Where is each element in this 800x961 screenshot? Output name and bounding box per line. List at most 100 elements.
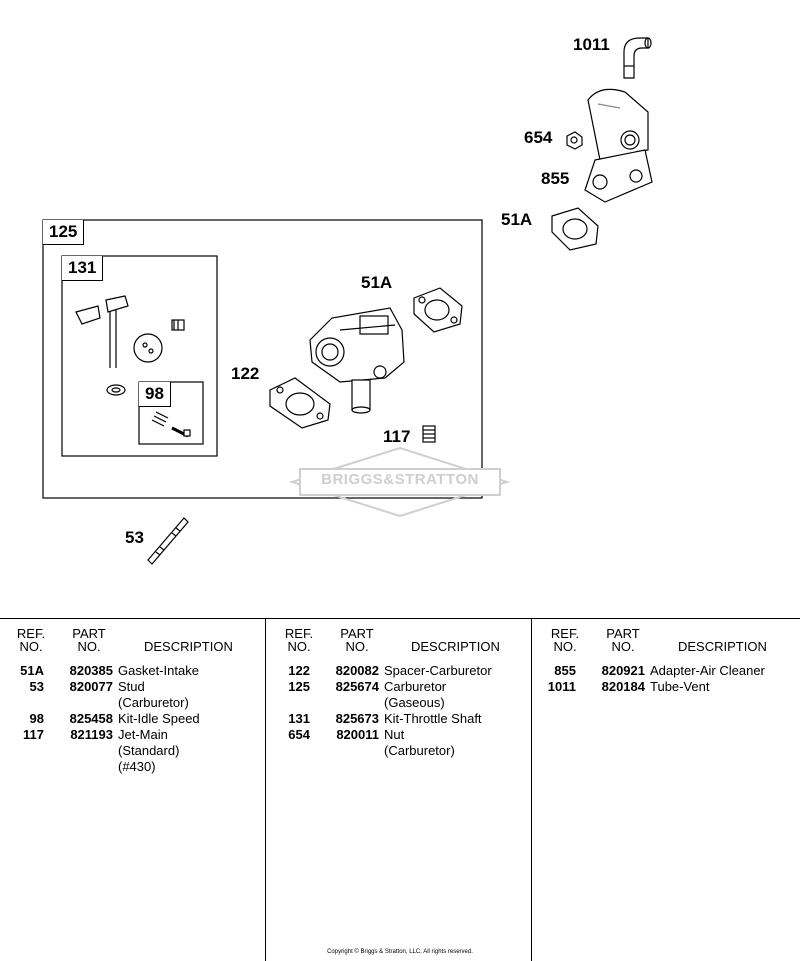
part-no: 820385 <box>69 663 113 678</box>
description-line: (Carburetor) <box>118 695 189 710</box>
part-no: 820011 <box>336 727 379 742</box>
table-row: 125 825674 Carburetor(Gaseous) <box>266 679 532 711</box>
description-line: Jet-Main <box>118 727 168 742</box>
callout-53: 53 <box>125 528 144 547</box>
ref-no: 131 <box>288 711 310 726</box>
kit-125-frame <box>42 219 483 499</box>
description: Gasket-Intake <box>118 663 199 679</box>
callout-654: 654 <box>524 128 553 147</box>
description-line: (Standard) <box>118 743 180 758</box>
table-row: 131 825673 Kit-Throttle Shaft <box>266 711 532 727</box>
ref-no: 855 <box>554 663 576 678</box>
ref-no-header: REF.NO. <box>16 626 46 654</box>
main-jet-icon <box>422 425 436 443</box>
diagram-drawing <box>42 37 653 565</box>
ref-no: 1011 <box>547 679 576 694</box>
carburetor-icon <box>309 307 405 414</box>
part-no: 820077 <box>69 679 113 694</box>
table-row: 117 821193 Jet-Main(Standard)(#430) <box>0 727 265 775</box>
ref-no: 125 <box>288 679 310 694</box>
callout-117: 117 <box>383 427 411 446</box>
table-row: 855 820921 Adapter-Air Cleaner <box>532 663 800 679</box>
part-no: 825458 <box>69 711 113 726</box>
nut-icon <box>566 131 583 150</box>
ref-no: 51A <box>20 663 44 678</box>
callout-855: 855 <box>541 169 570 188</box>
callout-122: 122 <box>231 364 260 383</box>
ref-no-header: REF.NO. <box>550 626 580 654</box>
description-header: DESCRIPTION <box>411 639 500 654</box>
description-line: Kit-Throttle Shaft <box>384 711 482 726</box>
description-line: Tube-Vent <box>650 679 710 694</box>
exploded-parts-diagram: 1011 654 855 51A 51A 122 117 53 125 131 … <box>42 35 653 565</box>
brand-watermark-icon <box>288 446 511 518</box>
intake-gasket-icon <box>551 207 599 251</box>
description-line: Kit-Idle Speed <box>118 711 200 726</box>
kit-label-125: 125 <box>43 220 85 245</box>
air-cleaner-adapter-icon <box>584 88 653 203</box>
description-line: Nut <box>384 727 405 742</box>
vent-tube-icon <box>623 37 652 79</box>
description-line: (Gaseous) <box>384 695 445 710</box>
kit-label-98: 98 <box>139 382 171 407</box>
throttle-shaft-icon <box>75 295 185 396</box>
description-header: DESCRIPTION <box>144 639 233 654</box>
description: Nut(Carburetor) <box>384 727 455 759</box>
description-line: Carburetor <box>384 679 447 694</box>
ref-no: 98 <box>29 711 44 726</box>
callout-51a: 51A <box>361 273 393 292</box>
description: Stud(Carburetor) <box>118 679 189 711</box>
description: Tube-Vent <box>650 679 710 695</box>
description: Kit-Throttle Shaft <box>384 711 482 727</box>
table-row: 654 820011 Nut(Carburetor) <box>266 727 532 759</box>
table-row: 98 825458 Kit-Idle Speed <box>0 711 265 727</box>
part-no: 820082 <box>335 663 379 678</box>
table-row: 51A 820385 Gasket-Intake <box>0 663 265 679</box>
kit-98-frame <box>138 381 204 445</box>
part-no: 825674 <box>335 679 379 694</box>
table-row: 1011 820184 Tube-Vent <box>532 679 800 695</box>
description-header: DESCRIPTION <box>678 639 767 654</box>
description: Kit-Idle Speed <box>118 711 200 727</box>
description-line: Spacer-Carburetor <box>384 663 492 678</box>
description-line: (#430) <box>118 759 156 774</box>
part-no: 825673 <box>335 711 379 726</box>
parts-rows-1: 51A 820385 Gasket-Intake 53 820077 Stud(Carbu… <box>0 663 265 775</box>
parts-rows-3: 855 820921 Adapter-Air Cleaner 1011 820184 Tu… <box>532 663 800 695</box>
description-line: (Carburetor) <box>384 743 455 758</box>
kit-131-frame <box>61 255 218 457</box>
description-line: Gasket-Intake <box>118 663 199 678</box>
idle-speed-kit-icon <box>151 411 191 438</box>
table-row: 53 820077 Stud(Carburetor) <box>0 679 265 711</box>
description-line: Adapter-Air Cleaner <box>650 663 765 678</box>
ref-no: 654 <box>288 727 310 742</box>
copyright-notice: Copyright © Briggs & Stratton, LLC. All … <box>327 949 473 955</box>
part-no: 821193 <box>70 727 113 742</box>
kit-label-131: 131 <box>62 256 104 281</box>
parts-rows-2: 122 820082 Spacer-Carburetor 125 825674 Carbu… <box>266 663 532 759</box>
ref-no: 53 <box>29 679 44 694</box>
part-no: 820921 <box>601 663 645 678</box>
callout-51a-top: 51A <box>501 210 533 229</box>
part-no: 820184 <box>601 679 645 694</box>
ref-no: 122 <box>288 663 310 678</box>
description: Jet-Main(Standard)(#430) <box>118 727 179 775</box>
carburetor-spacer-icon <box>269 377 331 429</box>
description-line: Stud <box>118 679 145 694</box>
ref-no-header: REF.NO. <box>284 626 314 654</box>
callout-1011: 1011 <box>573 35 610 54</box>
description: Spacer-Carburetor <box>384 663 492 679</box>
stud-icon <box>147 517 189 565</box>
description: Carburetor(Gaseous) <box>384 679 446 711</box>
ref-no: 117 <box>23 727 44 742</box>
brand-watermark-text: BRIGGS&STRATTON <box>321 471 479 488</box>
description: Adapter-Air Cleaner <box>650 663 765 679</box>
intake-gasket-icon-2 <box>413 287 463 333</box>
